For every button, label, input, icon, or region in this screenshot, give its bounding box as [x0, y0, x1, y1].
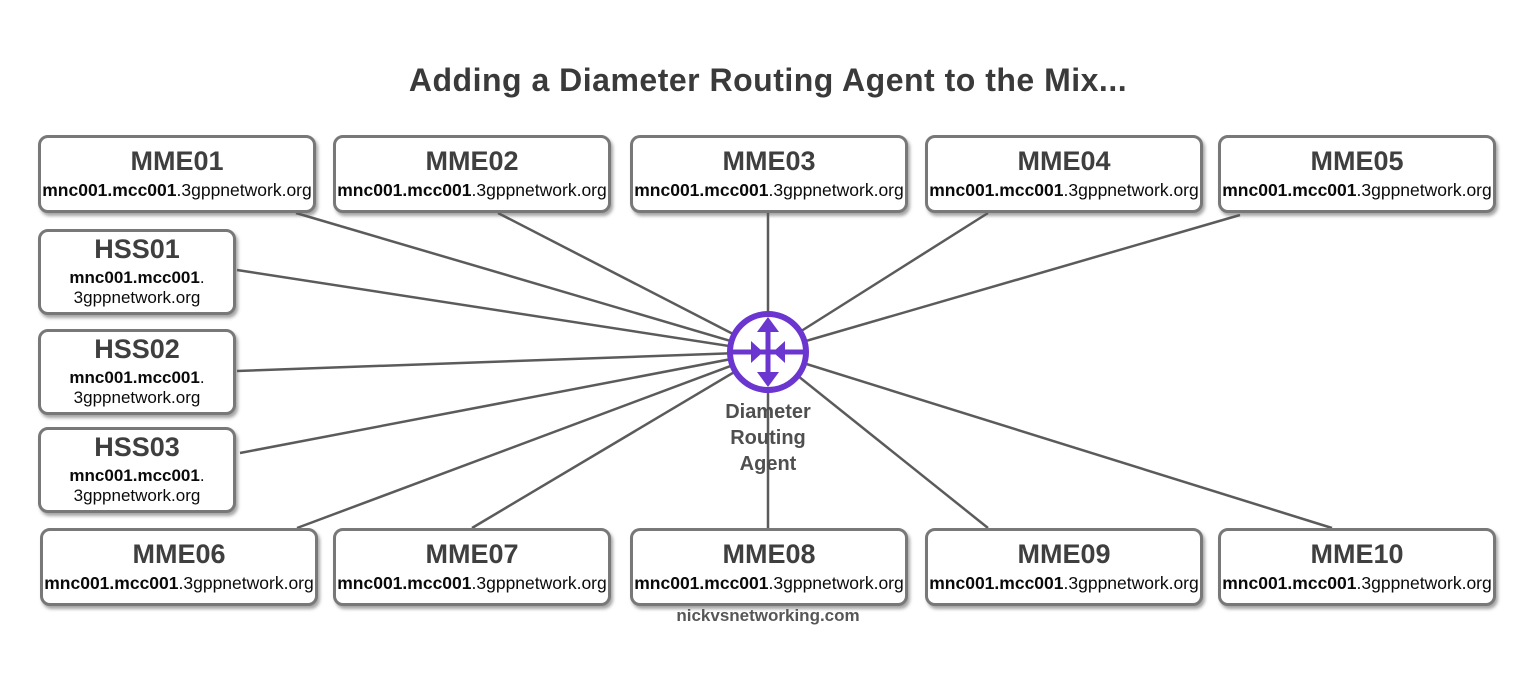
node-title: HSS01 — [94, 233, 180, 264]
node-domain: mnc001.mcc001.3gppnetwork.org — [69, 466, 204, 507]
node-title: MME10 — [1310, 538, 1404, 569]
node-mme06: MME06 mnc001.mcc001.3gppnetwork.org — [40, 528, 318, 606]
node-title: MME06 — [132, 538, 226, 569]
watermark: nickvsnetworking.com — [676, 606, 860, 625]
agent-label: Diameter Routing Agent — [725, 401, 811, 475]
node-domain: mnc001.mcc001.3gppnetwork.org — [1222, 180, 1492, 201]
node-title: MME05 — [1310, 145, 1404, 176]
domain-prefix: mnc001.mcc001 — [929, 572, 1064, 593]
domain-prefix: mnc001.mcc001 — [1222, 179, 1357, 200]
node-domain: mnc001.mcc001.3gppnetwork.org — [929, 573, 1199, 594]
domain-prefix: mnc001.mcc001 — [69, 367, 200, 387]
node-title: MME03 — [722, 145, 816, 176]
connector-line — [767, 350, 1333, 530]
domain-prefix: mnc001.mcc001 — [929, 179, 1064, 200]
domain-suffix: 3gppnetwork.org — [73, 486, 201, 506]
domain-prefix: mnc001.mcc001 — [69, 267, 200, 287]
node-hss03: HSS03 mnc001.mcc001.3gppnetwork.org — [38, 427, 236, 513]
domain-suffix: 3gppnetwork.org — [73, 388, 201, 408]
node-title: HSS02 — [94, 333, 180, 364]
node-mme05: MME05 mnc001.mcc001.3gppnetwork.org — [1218, 135, 1496, 213]
node-mme10: MME10 mnc001.mcc001.3gppnetwork.org — [1218, 528, 1496, 606]
domain-suffix: .3gppnetwork.org — [471, 179, 607, 200]
node-domain: mnc001.mcc001.3gppnetwork.org — [69, 368, 204, 409]
node-mme07: MME07 mnc001.mcc001.3gppnetwork.org — [333, 528, 611, 606]
domain-suffix: .3gppnetwork.org — [1356, 179, 1492, 200]
domain-prefix: mnc001.mcc001 — [634, 179, 769, 200]
node-mme09: MME09 mnc001.mcc001.3gppnetwork.org — [925, 528, 1203, 606]
domain-prefix: mnc001.mcc001 — [634, 572, 769, 593]
connector-line — [239, 350, 769, 455]
domain-suffix: 3gppnetwork.org — [73, 288, 201, 308]
domain-prefix: mnc001.mcc001 — [1222, 572, 1357, 593]
domain-dot: . — [199, 267, 205, 287]
node-domain: mnc001.mcc001.3gppnetwork.org — [44, 573, 314, 594]
node-domain: mnc001.mcc001.3gppnetwork.org — [634, 573, 904, 594]
domain-prefix: mnc001.mcc001 — [337, 572, 472, 593]
node-mme08: MME08 mnc001.mcc001.3gppnetwork.org — [630, 528, 908, 606]
connector-line — [767, 213, 1241, 354]
diagram-title: Adding a Diameter Routing Agent to the M… — [408, 62, 1128, 98]
domain-suffix: .3gppnetwork.org — [176, 179, 312, 200]
domain-dot: . — [199, 367, 205, 387]
domain-prefix: mnc001.mcc001 — [44, 572, 179, 593]
connector-line — [236, 350, 769, 373]
node-title: MME08 — [722, 538, 816, 569]
connector-line — [471, 350, 769, 530]
connector-line — [236, 268, 769, 354]
node-domain: mnc001.mcc001.3gppnetwork.org — [42, 180, 312, 201]
node-title: MME07 — [425, 538, 519, 569]
node-title: MME02 — [425, 145, 519, 176]
node-title: MME09 — [1017, 538, 1111, 569]
node-title: HSS03 — [94, 431, 180, 462]
connector-line — [497, 211, 769, 354]
node-domain: mnc001.mcc001.3gppnetwork.org — [929, 180, 1199, 201]
domain-prefix: mnc001.mcc001 — [337, 179, 472, 200]
node-title: MME01 — [130, 145, 224, 176]
node-title: MME04 — [1017, 145, 1111, 176]
node-mme04: MME04 mnc001.mcc001.3gppnetwork.org — [925, 135, 1203, 213]
domain-dot: . — [199, 465, 205, 485]
domain-suffix: .3gppnetwork.org — [768, 179, 904, 200]
node-hss02: HSS02 mnc001.mcc001.3gppnetwork.org — [38, 329, 236, 415]
node-domain: mnc001.mcc001.3gppnetwork.org — [1222, 573, 1492, 594]
node-domain: mnc001.mcc001.3gppnetwork.org — [634, 180, 904, 201]
node-mme02: MME02 mnc001.mcc001.3gppnetwork.org — [333, 135, 611, 213]
domain-suffix: .3gppnetwork.org — [1063, 572, 1199, 593]
diameter-routing-agent-icon — [727, 311, 809, 393]
node-domain: mnc001.mcc001.3gppnetwork.org — [69, 268, 204, 309]
node-mme03: MME03 mnc001.mcc001.3gppnetwork.org — [630, 135, 908, 213]
domain-prefix: mnc001.mcc001 — [42, 179, 177, 200]
domain-suffix: .3gppnetwork.org — [471, 572, 607, 593]
connector-line — [767, 211, 989, 354]
domain-suffix: .3gppnetwork.org — [1063, 179, 1199, 200]
domain-suffix: .3gppnetwork.org — [178, 572, 314, 593]
connector-line — [295, 211, 769, 354]
domain-suffix: .3gppnetwork.org — [1356, 572, 1492, 593]
connector-line — [767, 351, 989, 529]
node-domain: mnc001.mcc001.3gppnetwork.org — [337, 573, 607, 594]
node-mme01: MME01 mnc001.mcc001.3gppnetwork.org — [38, 135, 316, 213]
connector-line — [296, 350, 769, 530]
domain-prefix: mnc001.mcc001 — [69, 465, 200, 485]
node-hss01: HSS01 mnc001.mcc001.3gppnetwork.org — [38, 229, 236, 315]
domain-suffix: .3gppnetwork.org — [768, 572, 904, 593]
node-domain: mnc001.mcc001.3gppnetwork.org — [337, 180, 607, 201]
